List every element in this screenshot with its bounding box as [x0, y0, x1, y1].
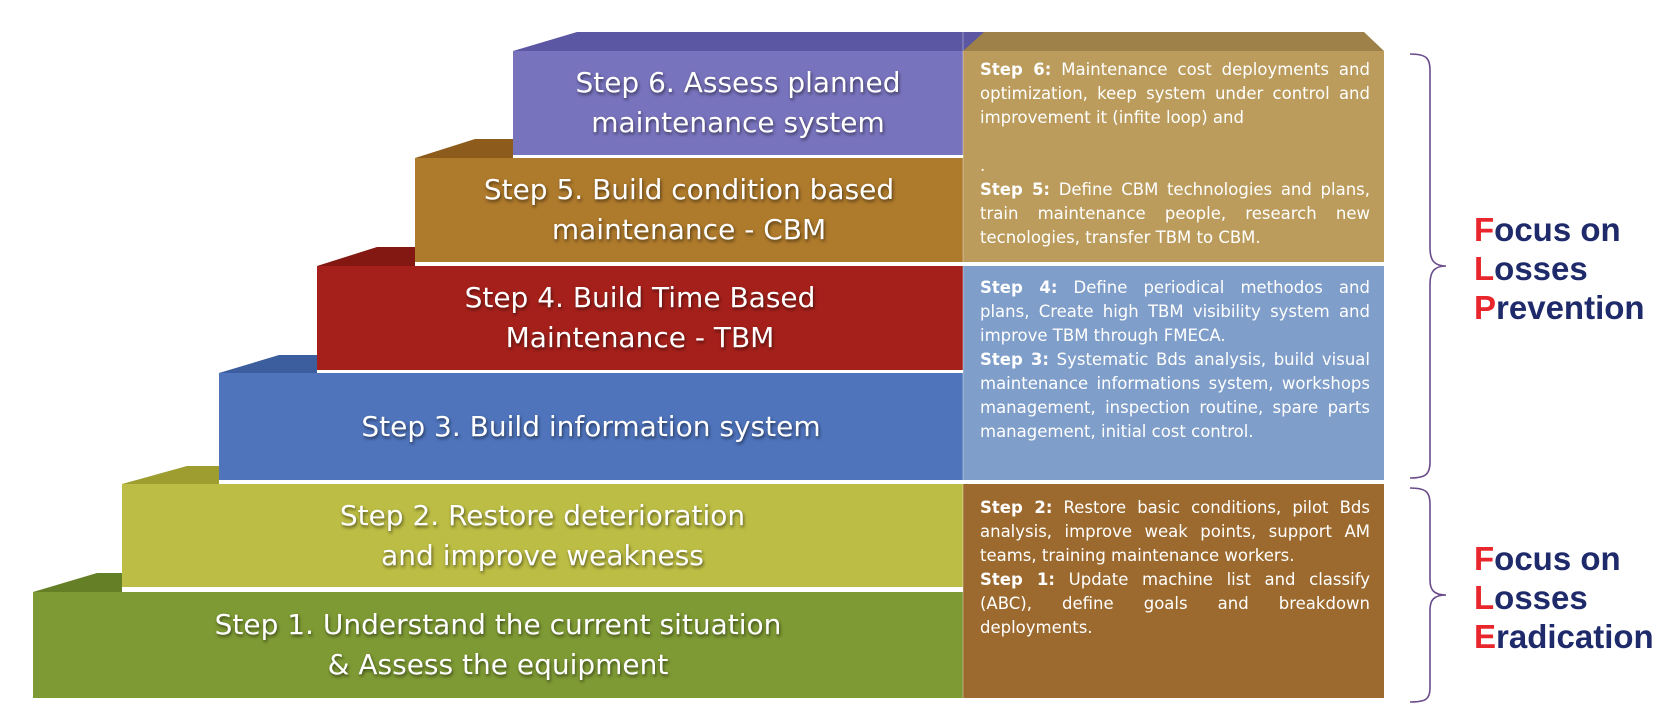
step-5-top-face [415, 139, 513, 158]
top-panel [963, 51, 1384, 262]
prevention-line-1: Focus on [1474, 211, 1621, 248]
step-5-bar [415, 158, 963, 262]
step-4-top-face [317, 247, 415, 266]
prevention-line-2: Losses [1474, 250, 1588, 287]
focus-losses-prevention: Focus on Losses Prevention [1474, 210, 1645, 327]
prevention-line-3: Prevention [1474, 289, 1645, 326]
step-2-label: Step 2. Restore deterioration and improv… [339, 498, 746, 572]
step-6-bar [513, 51, 963, 155]
step-2-bar [122, 484, 963, 587]
step-6-label: Step 6. Assess planned maintenance syste… [575, 66, 901, 139]
top-panel-top-face [963, 32, 1384, 51]
middle-panel-text: Step 4: Define periodical methodos and p… [980, 276, 1370, 444]
step-1-bar [33, 592, 963, 698]
step-6-description: Step 6: Maintenance cost deployments and… [980, 60, 1370, 127]
bottom-panel-text: Step 2: Restore basic conditions, pilot … [980, 496, 1370, 640]
focus-losses-eradication: Focus on Losses Eradication [1474, 539, 1654, 656]
eradication-line-3: Eradication [1474, 618, 1654, 655]
step-3-description: Step 3: Systematic Bds analysis, build v… [980, 350, 1370, 441]
step-5-description: Step 5: Define CBM technologies and plan… [980, 180, 1370, 247]
step-3-label: Step 3. Build information system [361, 409, 821, 443]
eradication-line-1: Focus on [1474, 540, 1621, 577]
step-5-label: Step 5. Build condition based maintenanc… [483, 173, 895, 246]
step-4-label: Step 4. Build Time Based Maintenance - T… [464, 281, 816, 354]
step-2-description: Step 2: Restore basic conditions, pilot … [980, 498, 1370, 565]
middle-panel [963, 266, 1384, 480]
step-4-bar [317, 266, 963, 370]
step-4-description: Step 4: Define periodical methodos and p… [980, 278, 1370, 345]
brace-eradication [1409, 487, 1447, 703]
step-1-top-face [33, 573, 122, 592]
step-1-description: Step 1: Update machine list and classify… [980, 570, 1370, 637]
separator-dot: . [980, 156, 986, 175]
top-panel-text: Step 6: Maintenance cost deployments and… [980, 58, 1370, 250]
step-2-top-face [122, 466, 219, 484]
step-1-label: Step 1. Understand the current situation… [214, 608, 782, 681]
bottom-panel [963, 484, 1384, 698]
brace-prevention [1409, 53, 1447, 479]
step-6-top-face [513, 32, 1004, 51]
eradication-line-2: Losses [1474, 579, 1588, 616]
step-3-bar [219, 373, 963, 480]
step-3-top-face [219, 355, 317, 373]
